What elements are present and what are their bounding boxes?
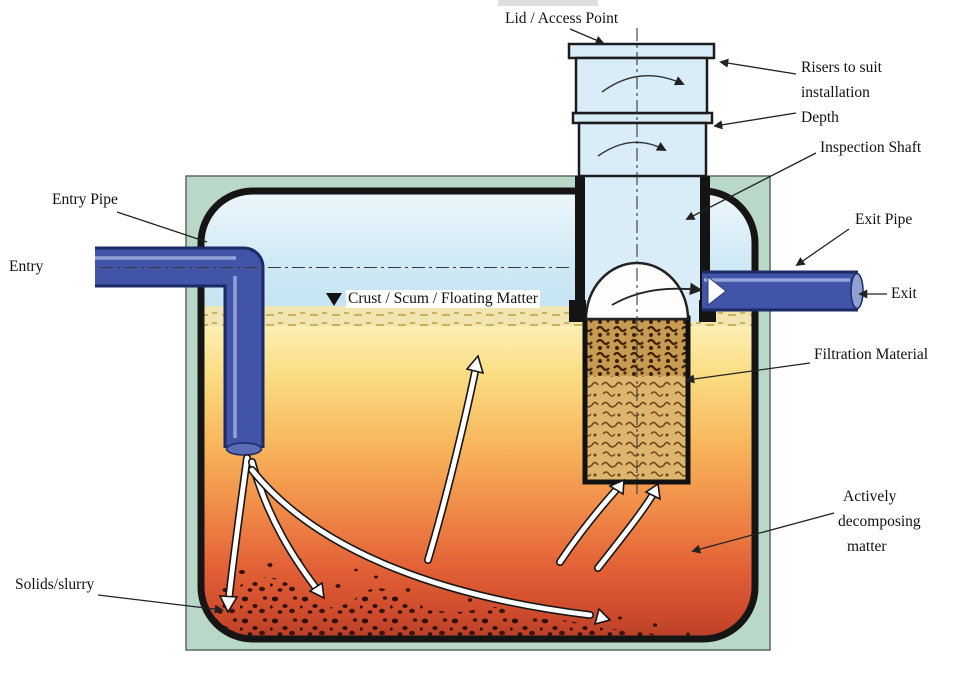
leader-inspection-shaft xyxy=(685,152,817,220)
label-entry: Entry xyxy=(7,258,46,276)
label-decomposing-line1: Actively xyxy=(841,488,899,506)
leader-filtration xyxy=(685,362,811,384)
leader-solids xyxy=(97,594,224,614)
exit-flow-chevron-icon xyxy=(707,275,727,307)
label-inspection-shaft: Inspection Shaft xyxy=(818,139,924,157)
leader-exit-pipe xyxy=(795,228,850,267)
flow-arrow-to-filter-right xyxy=(594,482,661,572)
flow-arrow-sweep-right xyxy=(248,466,612,626)
label-exit: Exit xyxy=(889,285,919,303)
entry-pipe-shape xyxy=(95,246,265,456)
leader-riser-middle xyxy=(713,112,797,130)
label-crust-scum: Crust / Scum / Floating Matter xyxy=(346,290,540,308)
label-risers-line1: Risers to suit xyxy=(799,59,884,77)
label-filtration-material: Filtration Material xyxy=(812,346,931,364)
outlet-dome xyxy=(584,261,690,321)
label-entry-pipe: Entry Pipe xyxy=(50,191,120,209)
lid-flow-arrow xyxy=(601,74,685,93)
label-decomposing-line3: matter xyxy=(845,538,889,556)
flow-arrow-to-filter-left xyxy=(556,478,625,566)
label-lid-access-point: Lid / Access Point xyxy=(503,10,621,28)
leader-riser-top xyxy=(719,58,797,75)
riser-middle xyxy=(571,111,714,178)
label-decomposing-line2: decomposing xyxy=(836,513,923,531)
leader-lines xyxy=(97,28,887,614)
riser-top-lid xyxy=(567,42,716,115)
dome-to-exit-arrow xyxy=(611,282,703,306)
leader-lid xyxy=(569,28,605,45)
riser-flow-arrow xyxy=(597,141,667,157)
solids-sludge-band xyxy=(206,577,695,636)
cropped-scan-artifact xyxy=(498,0,598,6)
label-solids-slurry: Solids/slurry xyxy=(13,576,97,594)
flow-arrow-up-center xyxy=(424,354,485,564)
label-risers-line3: Depth xyxy=(799,109,841,127)
label-exit-pipe: Exit Pipe xyxy=(853,211,915,229)
label-risers-line2: installation xyxy=(799,84,872,102)
tank-wall xyxy=(197,187,759,643)
flow-arrows xyxy=(218,354,661,626)
exit-pipe-shape xyxy=(702,270,864,312)
crust-marker-icon xyxy=(326,293,342,306)
leader-decomposing xyxy=(691,512,835,554)
flow-arrow-down-left xyxy=(218,454,251,614)
leader-entry-pipe xyxy=(116,211,208,243)
